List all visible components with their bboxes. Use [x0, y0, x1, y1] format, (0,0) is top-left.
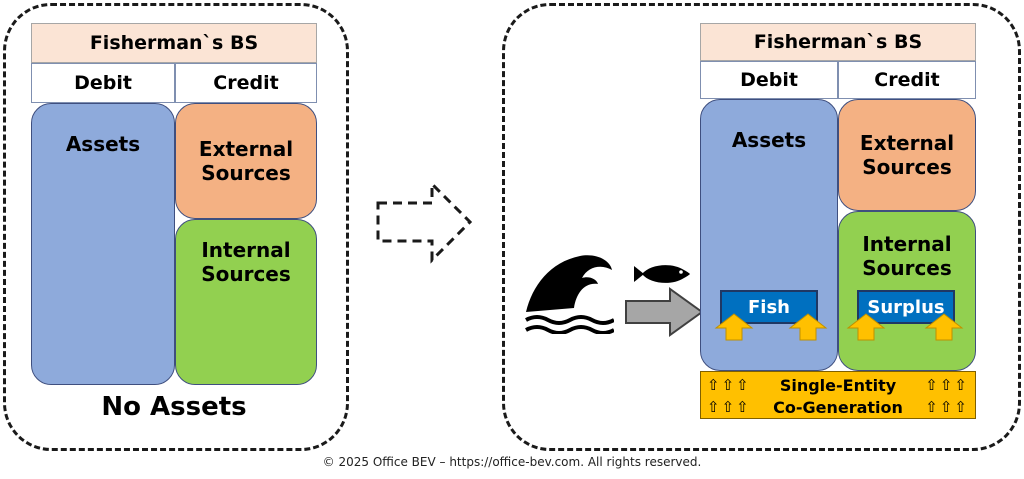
left-internal-label-line2: Sources — [201, 262, 291, 286]
left-panel-frame — [3, 3, 349, 451]
left-internal-sources-block: Internal Sources — [175, 219, 317, 385]
up-arrow-icon — [788, 313, 828, 341]
fish-icon — [634, 265, 690, 283]
left-internal-label-line1: Internal — [201, 238, 291, 262]
up-arrow-icon — [924, 313, 964, 341]
right-panel-frame — [502, 3, 1021, 451]
left-external-label-line2: Sources — [201, 161, 291, 185]
right-external-label-line1: External — [859, 131, 955, 155]
co-generation-banner: ⇧⇧⇧ Single-Entity ⇧⇧⇧ ⇧⇧⇧ Co-Generation … — [700, 371, 976, 419]
left-credit-header: Credit — [175, 63, 317, 103]
copyright-footer: © 2025 Office BEV – https://office-bev.c… — [322, 455, 702, 469]
left-bs-title: Fisherman`s BS — [31, 23, 317, 63]
input-arrow-icon — [625, 287, 704, 337]
left-external-sources-block: External Sources — [175, 103, 317, 219]
left-assets-label: Assets — [65, 132, 141, 156]
left-assets-block: Assets — [31, 103, 175, 385]
transition-arrow-icon — [376, 180, 473, 264]
right-internal-label-line1: Internal — [862, 232, 952, 256]
wave-icon — [525, 255, 614, 334]
banner-label-line2: Co-Generation — [773, 397, 903, 417]
right-external-label-line2: Sources — [862, 155, 952, 179]
surplus-tag: Surplus — [857, 290, 955, 324]
up-arrow-icon — [846, 313, 886, 341]
left-external-label-line1: External — [198, 137, 294, 161]
right-internal-label-line2: Sources — [862, 256, 952, 280]
up-arrow-icon: ⇧⇧⇧ — [925, 376, 969, 394]
right-external-sources-block: External Sources — [838, 99, 976, 211]
up-arrow-icon: ⇧⇧⇧ — [925, 398, 969, 416]
up-arrow-icon — [714, 313, 754, 341]
banner-label-line1: Single-Entity — [779, 375, 897, 395]
right-assets-label: Assets — [731, 128, 807, 152]
right-credit-header: Credit — [838, 61, 976, 99]
right-bs-title: Fisherman`s BS — [700, 23, 976, 61]
no-assets-caption: No Assets — [101, 392, 247, 422]
up-arrow-icon: ⇧⇧⇧ — [707, 376, 751, 394]
right-debit-header: Debit — [700, 61, 838, 99]
left-debit-header: Debit — [31, 63, 175, 103]
up-arrow-icon: ⇧⇧⇧ — [707, 398, 751, 416]
